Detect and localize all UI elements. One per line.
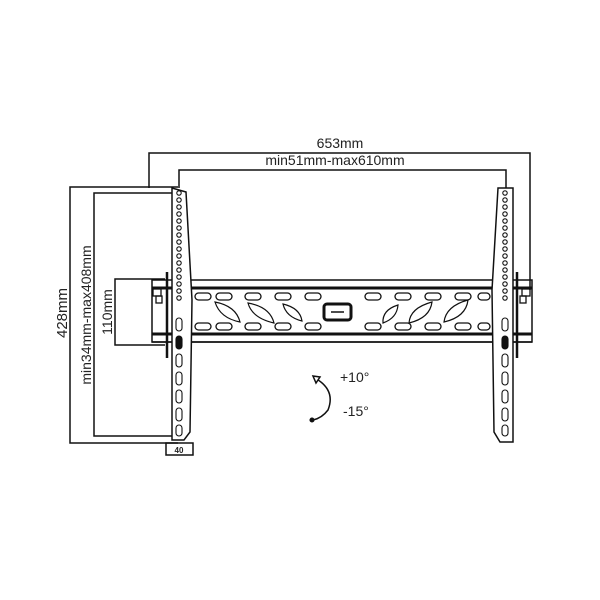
vesa-width-label: min51mm-max610mm — [265, 152, 404, 168]
rail-slots-top — [194, 292, 491, 301]
overall-width-label: 653mm — [317, 135, 364, 151]
left-vertical-arm — [165, 187, 194, 456]
tilt-arrow-icon — [309, 375, 331, 423]
right-hook — [519, 288, 531, 304]
right-arm-holes — [501, 190, 509, 437]
overall-height-dimension-line — [69, 186, 178, 444]
tilt-down-label: -15° — [343, 403, 369, 419]
vesa-height-label: min34mm-max408mm — [78, 245, 94, 384]
overall-width-dimension-line — [148, 152, 531, 290]
wall-rail — [151, 279, 533, 343]
rail-leaf-cutouts — [214, 299, 469, 324]
wall-plate-height-label: 110mm — [99, 289, 115, 335]
vesa-width-dimension-line — [178, 169, 507, 188]
wall-plate-dimension-box — [114, 278, 165, 346]
overall-height-label: 428mm — [54, 288, 71, 338]
left-hook — [152, 288, 163, 304]
depth-label: 40 — [175, 446, 184, 455]
tilt-up-label: +10° — [340, 369, 369, 385]
left-arm-holes — [175, 190, 183, 437]
center-lock — [322, 302, 353, 322]
vesa-height-dimension-line — [93, 192, 178, 437]
rail-slots-bottom — [194, 322, 491, 331]
